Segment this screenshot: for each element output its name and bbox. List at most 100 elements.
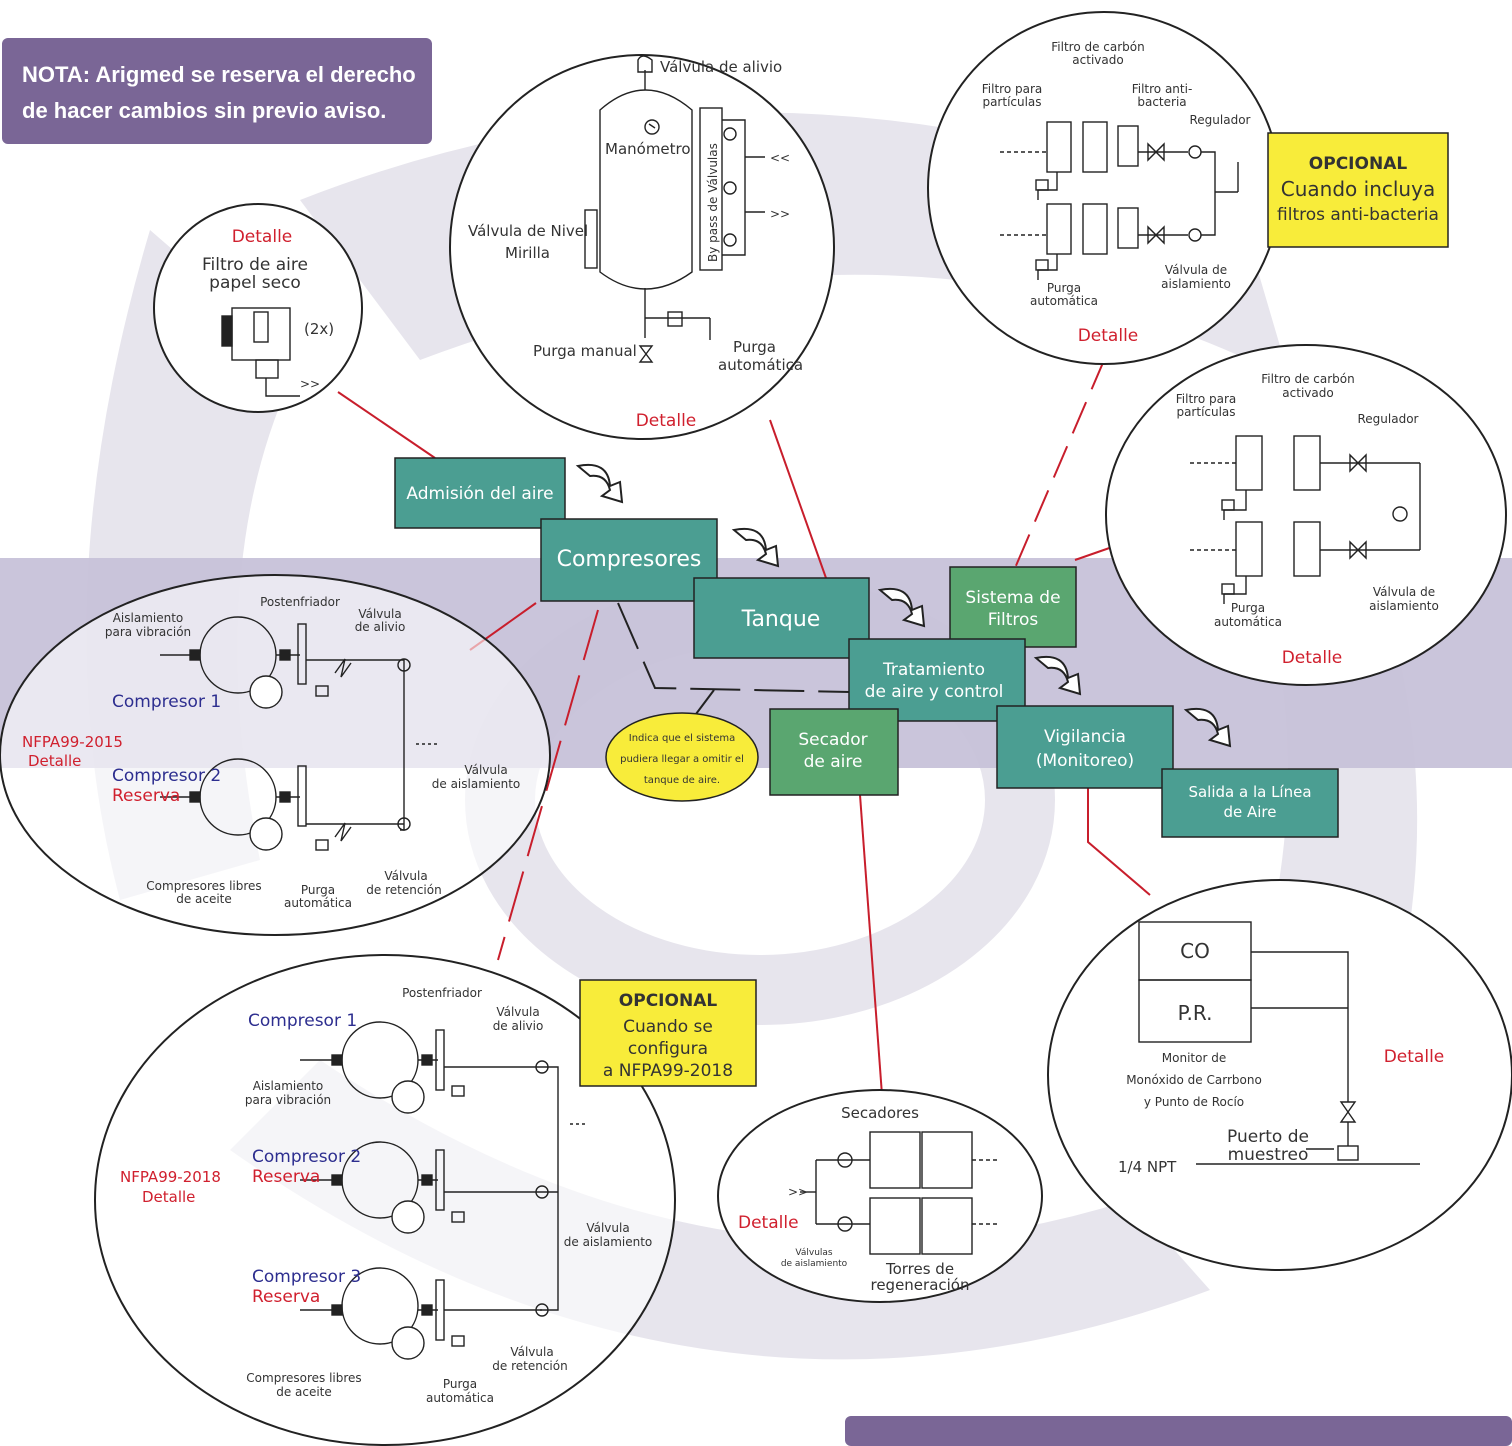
filtros-top-aisl2: aislamiento: [1161, 277, 1231, 291]
monitor-drawing: [1138, 921, 1420, 1165]
monitor-mon1: Monitor de: [1162, 1051, 1226, 1065]
block-tanque[interactable]: [693, 577, 870, 659]
filtro-aire-arrow: >>: [300, 377, 320, 391]
opcional-top-title: OPCIONAL: [1309, 154, 1408, 174]
block-vigilancia-line1: Vigilancia: [1044, 727, 1126, 747]
process-blocks: Admisión del aire Compresores Tanque Sis…: [394, 457, 1339, 838]
nfpa2018-postenfriador: Postenfriador: [402, 986, 482, 1000]
filtros-top-part2: partículas: [982, 95, 1041, 109]
detail-circle-tanque: [449, 54, 835, 440]
secadores-drawing: [800, 1131, 1000, 1255]
tank-note-line1: Indica que el sistema: [629, 733, 735, 744]
flow-arrow-5: [1183, 708, 1232, 748]
filtro-aire-count: (2x): [304, 320, 334, 338]
nfpa2018-drawing: [300, 1021, 586, 1360]
block-filtros[interactable]: [949, 566, 1077, 648]
tanque-mirilla: Mirilla: [505, 244, 550, 262]
nfpa2018-aisl2: de aislamiento: [564, 1235, 653, 1249]
nfpa2018-purga1: Purga: [443, 1377, 477, 1391]
monitor-detalle: Detalle: [1384, 1047, 1445, 1067]
tanque-purga-auto1: Purga: [733, 338, 776, 356]
filters-right-drawing: [1190, 435, 1421, 604]
block-tratamiento-line2: de aire y control: [865, 682, 1004, 702]
block-admision-label: Admisión del aire: [406, 484, 553, 504]
block-tratamiento-line1: Tratamiento: [882, 660, 985, 680]
filtro-aire-line1: Filtro de aire: [202, 255, 308, 275]
nfpa2018-reserva3: Reserva: [252, 1287, 320, 1307]
nfpa2015-reserva: Reserva: [112, 786, 180, 806]
note-line-1: NOTA: Arigmed se reserva el derecho: [22, 62, 416, 87]
footer-bar: [845, 1416, 1512, 1446]
secadores-torres1: Torres de: [885, 1260, 954, 1278]
nfpa2018-ret1: Válvula: [510, 1345, 553, 1359]
nfpa2015-aisl2: de aislamiento: [432, 777, 521, 791]
block-vigilancia[interactable]: [996, 705, 1174, 789]
filter-icon: [221, 307, 300, 397]
filtros-top-part1: Filtro para: [982, 82, 1043, 96]
monitor-co: CO: [1180, 939, 1210, 963]
tank-note-bubble: [605, 712, 759, 802]
nfpa2015-comp2: Compresor 2: [112, 766, 221, 786]
nfpa2015-ret1: Válvula: [384, 869, 427, 883]
opcional-bottom-line2: configura: [628, 1039, 708, 1059]
nfpa2015-detalle: Detalle: [28, 752, 81, 770]
nfpa2015-purga2: automática: [284, 896, 352, 910]
nfpa2018-aislamiento1: Aislamiento: [253, 1079, 324, 1093]
filtros-right-purga2: automática: [1214, 615, 1282, 629]
opcional-top-line1: Cuando incluya: [1281, 177, 1435, 201]
filtros-right-carbon2: activado: [1282, 386, 1333, 400]
nfpa2018-purga2: automática: [426, 1391, 494, 1405]
nfpa2018-detalle: Detalle: [142, 1188, 195, 1206]
nfpa2015-drawing: [160, 616, 440, 851]
nfpa2015-comp1: Compresor 1: [112, 692, 221, 712]
tanque-nivel: Válvula de Nivel: [468, 222, 588, 240]
monitor-puerto1: Puerto de: [1227, 1127, 1309, 1147]
block-compresores-label: Compresores: [557, 547, 702, 572]
nfpa2015-alivio1: Válvula: [358, 607, 401, 621]
filtro-aire-detalle: Detalle: [232, 227, 293, 247]
tanque-out: >>: [770, 207, 790, 221]
opcional-bottom-line1: Cuando se: [623, 1017, 713, 1037]
detail-circle-nfpa2015: [0, 574, 551, 936]
nfpa2015-libres2: de aceite: [176, 892, 232, 906]
nfpa2015-purga1: Purga: [301, 883, 335, 897]
nfpa2015-aislamiento1: Aislamiento: [113, 611, 184, 625]
flow-arrow-4: [1033, 656, 1082, 696]
secadores-torres2: regeneración: [870, 1276, 969, 1294]
detail-circle-monitor: [1047, 879, 1512, 1271]
tanque-in: <<: [770, 151, 790, 165]
filtros-top-regulador: Regulador: [1190, 113, 1251, 127]
block-salida-line1: Salida a la Línea: [1188, 783, 1311, 801]
block-secador-line1: Secador: [798, 730, 867, 750]
block-compresores[interactable]: [540, 518, 718, 602]
filtros-right-aisl2: aislamiento: [1369, 599, 1439, 613]
block-tanque-label: Tanque: [741, 607, 821, 632]
filtros-top-anti1: Filtro anti-: [1132, 82, 1193, 96]
filtros-right-carbon1: Filtro de carbón: [1261, 372, 1355, 386]
nfpa2018-comp3: Compresor 3: [252, 1267, 361, 1287]
flow-arrow-2: [731, 528, 780, 568]
filtros-top-carbon1: Filtro de carbón: [1051, 40, 1145, 54]
nfpa2018-libres2: de aceite: [276, 1385, 332, 1399]
block-salida[interactable]: [1161, 768, 1339, 838]
block-secador-line2: de aire: [804, 752, 863, 772]
tanque-valvula-alivio: Válvula de alivio: [660, 58, 782, 76]
block-tratamiento[interactable]: [848, 638, 1026, 722]
block-secador[interactable]: [769, 708, 899, 796]
filtros-top-detalle: Detalle: [1078, 326, 1139, 346]
filters-top-drawing: [1000, 121, 1239, 280]
nfpa2018-norma: NFPA99-2018: [120, 1168, 221, 1186]
tanque-manometro: Manómetro: [605, 140, 691, 158]
filtros-top-purga1: Purga: [1047, 281, 1081, 295]
nfpa2018-comp1: Compresor 1: [248, 1011, 357, 1031]
nfpa2018-alivio1: Válvula: [496, 1005, 539, 1019]
block-admision[interactable]: [394, 457, 566, 529]
filtros-right-part1: Filtro para: [1176, 392, 1237, 406]
nfpa2015-postenfriador: Postenfriador: [260, 595, 340, 609]
block-salida-line2: de Aire: [1223, 803, 1276, 821]
tanque-purga-auto2: automática: [718, 356, 803, 374]
filtros-right-aisl1: Válvula de: [1373, 585, 1435, 599]
tank-note-line3: tanque de aire.: [644, 775, 720, 786]
